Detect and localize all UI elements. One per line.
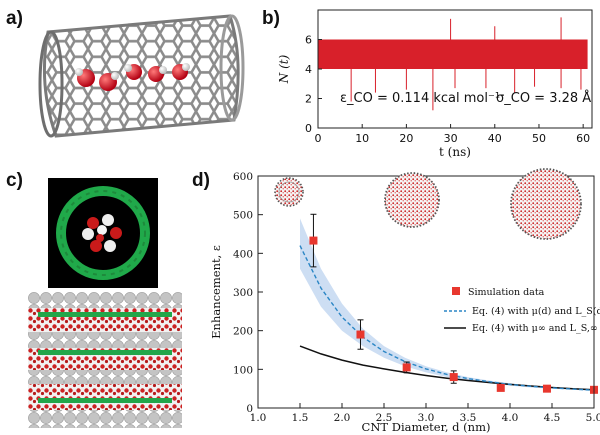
panel-b-x-axis-label: t (ns) <box>439 145 471 159</box>
data-point <box>356 330 365 339</box>
panel-d-y-axis-label: Enhancement, ε <box>209 245 223 339</box>
panel-d-x-tick-label: 1.5 <box>292 412 309 424</box>
panel-d-legend: Simulation data Eq. (4) with μ(d) and L_… <box>444 287 600 334</box>
panel-b-y-tick-label: 2 <box>305 93 312 106</box>
legend-label-constant: Eq. (4) with μ∞ and L_S,∞ <box>472 323 598 334</box>
panel-d-y-tick-label: 200 <box>233 326 253 338</box>
inset-small-tube <box>274 177 304 207</box>
panel-b-annotation-sigma: σ_CO = 3.28 Å <box>496 90 591 106</box>
panel-d-x-tick-label: 4.0 <box>502 412 519 424</box>
panel-label-a: a) <box>6 8 23 29</box>
panel-c-top-cross-section-image <box>48 178 158 288</box>
data-point <box>542 384 551 393</box>
panel-d-x-tick-label: 4.5 <box>544 412 561 424</box>
panel-label-d: d) <box>192 170 210 191</box>
panel-b-x-tick-label: 0 <box>315 132 322 145</box>
inset-medium-tube <box>384 172 440 228</box>
panel-d-y-tick-label: 500 <box>233 210 253 222</box>
panel-d-y-tick-label: 300 <box>233 287 253 299</box>
panel-a-nanotube-image <box>38 14 245 138</box>
legend-swatch-simulation <box>452 287 460 295</box>
panel-d-x-tick-label: 2.5 <box>376 412 393 424</box>
panel-b-x-tick-label: 60 <box>576 132 590 145</box>
data-point <box>449 373 458 382</box>
data-point <box>309 236 318 245</box>
panel-d-x-axis-label: CNT Diameter, d (nm) <box>362 420 491 434</box>
panel-b-x-tick-label: 20 <box>399 132 413 145</box>
panel-b-trace-band <box>318 39 588 69</box>
panel-b-y-axis-label: N (t) <box>277 54 291 84</box>
series-line-constant <box>299 345 595 391</box>
uncertainty-band <box>300 218 594 391</box>
panel-b-y-tick-label: 6 <box>305 34 312 47</box>
panel-label-c: c) <box>6 170 23 191</box>
panel-b-x-tick-label: 50 <box>532 132 546 145</box>
panel-b-chart: 0 2 4 6 0 10 20 30 40 50 60 N (t) t (ns) ε_CO = 0… <box>277 9 593 159</box>
panel-c-bottom-slab-image <box>28 292 182 428</box>
panel-d-y-tick-label: 400 <box>233 248 253 260</box>
legend-label-simulation: Simulation data <box>468 287 545 298</box>
panel-d-x-tick-label: 1.0 <box>250 412 267 424</box>
panel-label-b: b) <box>262 8 280 29</box>
series-line-variable <box>299 245 595 391</box>
panel-b-y-tick-label: 4 <box>305 63 312 76</box>
panel-d-y-tick-label: 0 <box>246 403 253 415</box>
water-molecules <box>75 63 190 91</box>
nanotube-body <box>38 14 245 138</box>
inset-large-tube <box>510 168 582 240</box>
data-point <box>496 383 505 392</box>
panel-b-y-tick-label: 0 <box>305 122 312 135</box>
panel-b-x-tick-label: 30 <box>444 132 458 145</box>
panel-d-x-tick-label: 2.0 <box>334 412 351 424</box>
panel-b-x-tick-label: 40 <box>488 132 502 145</box>
panel-d-y-tick-label: 600 <box>233 171 253 183</box>
panel-d-chart: 0 100 200 300 400 500 600 1.0 1.5 2.0 2.5 3.0 3.5 4.… <box>209 168 600 434</box>
panel-d-y-tick-label: 100 <box>233 364 253 376</box>
data-point <box>402 363 411 372</box>
panel-d-x-tick-label: 3.5 <box>460 412 477 424</box>
panel-d-x-tick-label: 3.0 <box>418 412 435 424</box>
panel-d-x-tick-label: 5.0 <box>586 412 600 424</box>
panel-b-annotation-eps: ε_CO = 0.114 kcal mol⁻¹ <box>340 91 500 106</box>
legend-label-variable: Eq. (4) with μ(d) and L_S(d) <box>472 306 600 317</box>
panel-b-x-tick-label: 10 <box>355 132 369 145</box>
